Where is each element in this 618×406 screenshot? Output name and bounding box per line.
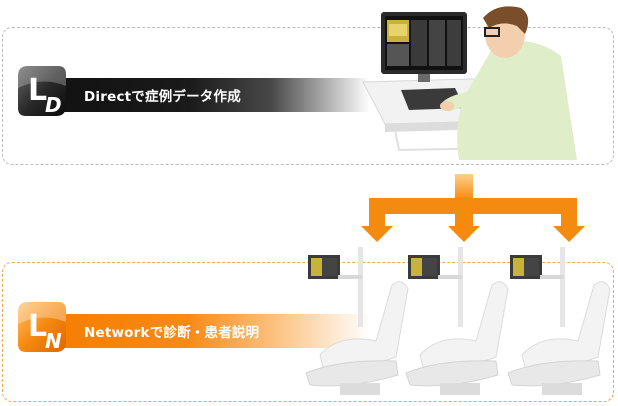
dental-chair-icon [305,247,409,395]
doctor-at-workstation-icon [362,6,577,160]
direct-label: Directで症例データ作成 [84,89,241,105]
ld-badge-primary: L [28,73,47,108]
logo-ln-badge-icon: L N [18,302,66,353]
logo-ld-badge-icon: L D [18,66,66,117]
ln-badge-secondary: N [45,329,62,353]
ln-badge-primary: L [28,309,47,344]
dental-chair-icon [405,247,509,395]
dental-chair-icon [507,247,611,395]
network-label: Networkで診断・患者説明 [84,325,260,341]
ld-badge-secondary: D [45,93,62,117]
direct-label-band: Directで症例データ作成 [40,78,370,112]
distribution-arrow-icon [361,174,585,242]
network-label-band: Networkで診断・患者説明 [40,314,370,348]
direct-section-frame [2,27,614,165]
